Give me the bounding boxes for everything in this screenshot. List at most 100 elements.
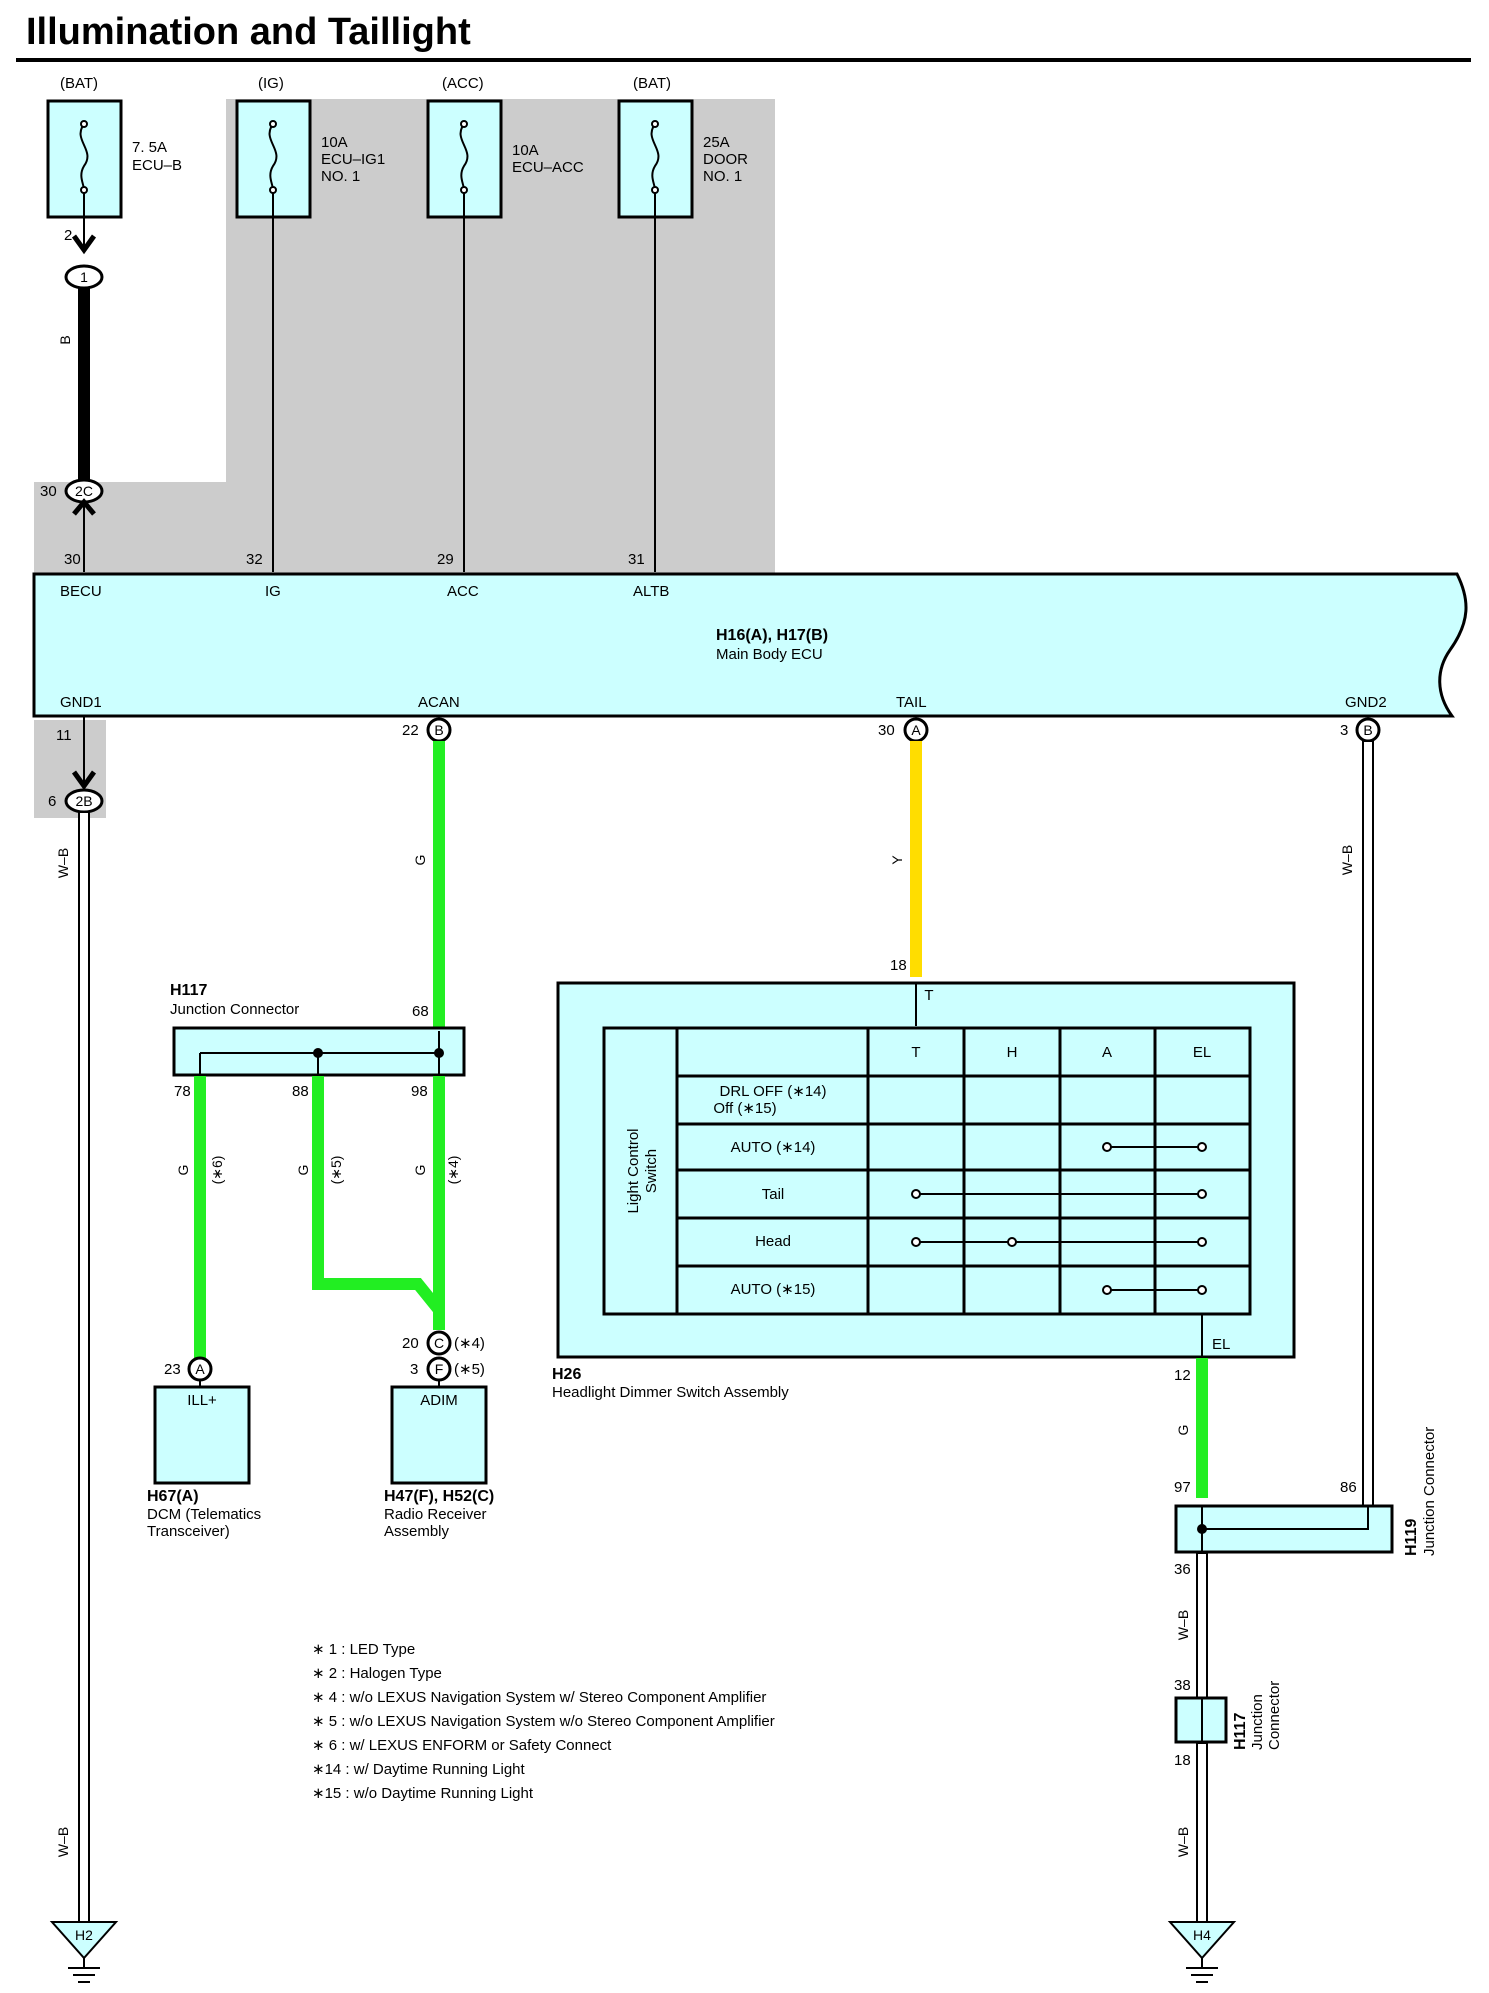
- svg-text:ECU–B: ECU–B: [132, 157, 182, 174]
- svg-text:30: 30: [64, 551, 81, 568]
- ground-h4: H4: [1167, 1921, 1237, 1983]
- svg-text:EL: EL: [1193, 1044, 1211, 1061]
- footnotes: ∗ 1 : LED Type ∗ 2 : Halogen Type ∗ 4 : …: [312, 1641, 775, 1802]
- junction-block-shading: [34, 99, 775, 574]
- svg-text:1: 1: [80, 269, 88, 285]
- svg-text:29: 29: [437, 551, 454, 568]
- svg-text:Junction Connector: Junction Connector: [1421, 1427, 1438, 1556]
- svg-text:Connector: Connector: [1266, 1681, 1283, 1750]
- svg-text:Off (∗15): Off (∗15): [713, 1100, 776, 1117]
- svg-text:68: 68: [412, 1003, 429, 1020]
- svg-text:ECU–ACC: ECU–ACC: [512, 159, 584, 176]
- svg-text:(∗5): (∗5): [328, 1156, 344, 1185]
- svg-text:W–B: W–B: [1175, 1827, 1191, 1857]
- svg-text:ACC: ACC: [447, 583, 479, 600]
- svg-text:H119: H119: [1403, 1519, 1420, 1556]
- svg-text:A: A: [195, 1361, 205, 1377]
- svg-text:(ACC): (ACC): [442, 75, 484, 92]
- svg-text:NO. 1: NO. 1: [321, 168, 360, 185]
- svg-text:IG: IG: [265, 583, 281, 600]
- svg-text:7. 5A: 7. 5A: [132, 139, 167, 156]
- svg-text:36: 36: [1174, 1561, 1191, 1578]
- svg-text:ECU–IG1: ECU–IG1: [321, 151, 385, 168]
- svg-text:EL: EL: [1212, 1336, 1230, 1353]
- svg-text:Y: Y: [889, 855, 905, 865]
- svg-text:30: 30: [40, 483, 57, 500]
- svg-text:86: 86: [1340, 1479, 1357, 1496]
- svg-text:C: C: [434, 1335, 444, 1351]
- svg-text:W–B: W–B: [55, 1827, 71, 1857]
- svg-text:GND2: GND2: [1345, 694, 1387, 711]
- wire-acan: B 22 G 68: [402, 717, 452, 1031]
- svg-text:G: G: [412, 1165, 428, 1176]
- svg-text:T: T: [911, 1044, 920, 1061]
- svg-text:W–B: W–B: [1339, 845, 1355, 875]
- wire-el: 12 G 97: [1174, 1358, 1208, 1498]
- svg-text:TAIL: TAIL: [896, 694, 927, 711]
- svg-text:23: 23: [164, 1361, 181, 1378]
- svg-text:20: 20: [402, 1335, 419, 1352]
- svg-text:T: T: [924, 987, 933, 1004]
- svg-text:∗ 5 : w/o LEXUS Navigation Sys: ∗ 5 : w/o LEXUS Navigation System w/o St…: [312, 1713, 775, 1730]
- wire-gnd2: B 3 W–B 86: [1339, 717, 1381, 1509]
- svg-text:H2: H2: [75, 1927, 93, 1943]
- svg-text:30: 30: [878, 722, 895, 739]
- h47-radio-receiver: C 20 (∗4) F 3 (∗5) ADIM H47(F), H52(C) R…: [384, 1330, 494, 1540]
- svg-text:2B: 2B: [75, 793, 92, 809]
- svg-text:B: B: [434, 722, 443, 738]
- svg-text:∗ 6 : w/ LEXUS ENFORM or Safet: ∗ 6 : w/ LEXUS ENFORM or Safety Connect: [312, 1737, 612, 1754]
- svg-text:(∗5): (∗5): [454, 1361, 485, 1378]
- svg-text:Tail: Tail: [762, 1186, 785, 1203]
- svg-text:∗ 1 : LED Type: ∗ 1 : LED Type: [312, 1641, 415, 1658]
- svg-text:98: 98: [411, 1083, 428, 1100]
- svg-text:(∗4): (∗4): [454, 1335, 485, 1352]
- svg-text:B: B: [1363, 722, 1372, 738]
- svg-text:Switch: Switch: [643, 1149, 660, 1193]
- fuse-ecu-acc: (ACC) 10A ECU–ACC: [426, 75, 584, 219]
- wire-18-h4: W–B: [1175, 1742, 1208, 1923]
- svg-text:ADIM: ADIM: [420, 1392, 458, 1409]
- main-body-ecu: 30 BECU 32 IG 29 ACC 31 ALTB H16(A), H17…: [32, 551, 1468, 718]
- svg-text:DRL OFF (∗14): DRL OFF (∗14): [719, 1083, 826, 1100]
- svg-text:H26: H26: [552, 1366, 581, 1383]
- wire-gnd1: 11 2B 6 W–B W–B: [48, 716, 104, 1923]
- svg-text:10A: 10A: [512, 142, 539, 159]
- svg-text:Headlight Dimmer Switch Assemb: Headlight Dimmer Switch Assembly: [552, 1384, 789, 1401]
- svg-text:22: 22: [402, 722, 419, 739]
- svg-text:H67(A): H67(A): [147, 1488, 199, 1505]
- svg-text:(BAT): (BAT): [60, 75, 98, 92]
- wire-tail: A 30 Y 18: [878, 717, 929, 977]
- svg-text:12: 12: [1174, 1367, 1191, 1384]
- svg-text:AUTO (∗14): AUTO (∗14): [731, 1139, 816, 1156]
- svg-text:32: 32: [246, 551, 263, 568]
- ecu-name: Main Body ECU: [716, 646, 823, 663]
- svg-text:31: 31: [628, 551, 645, 568]
- h67-dcm: A 23 ILL+ H67(A) DCM (Telematics Transce…: [147, 1356, 261, 1540]
- svg-text:6: 6: [48, 793, 56, 810]
- svg-text:BECU: BECU: [60, 583, 102, 600]
- wire-becu: 2 1 B 2C 30: [40, 217, 104, 572]
- svg-text:G: G: [295, 1165, 311, 1176]
- svg-text:38: 38: [1174, 1677, 1191, 1694]
- ground-h2: H2: [49, 1921, 119, 1983]
- wire-36-38: W–B 38: [1174, 1552, 1208, 1699]
- h26-headlight-dimmer-switch: T Light Control Switch T H A EL DRL OFF …: [552, 981, 1296, 1401]
- svg-text:Head: Head: [755, 1233, 791, 1250]
- svg-text:11: 11: [56, 727, 72, 744]
- h117-junction-connector-bottom: H117 Junction Connector 18: [1174, 1681, 1283, 1769]
- h119-junction-connector: H119 Junction Connector 36: [1174, 1427, 1438, 1578]
- svg-text:H117: H117: [1232, 1713, 1249, 1750]
- svg-text:(IG): (IG): [258, 75, 284, 92]
- svg-text:∗ 4 : w/o LEXUS Navigation Sys: ∗ 4 : w/o LEXUS Navigation System w/ Ste…: [312, 1689, 766, 1706]
- svg-text:Assembly: Assembly: [384, 1523, 450, 1540]
- diagram-title: Illumination and Taillight: [26, 11, 471, 53]
- svg-text:18: 18: [890, 957, 907, 974]
- svg-text:18: 18: [1174, 1752, 1191, 1769]
- svg-text:ILL+: ILL+: [187, 1392, 217, 1409]
- svg-text:25A: 25A: [703, 134, 730, 151]
- svg-text:Junction: Junction: [1249, 1694, 1266, 1750]
- svg-text:3: 3: [1340, 722, 1348, 739]
- svg-text:Junction Connector: Junction Connector: [170, 1001, 299, 1018]
- svg-text:78: 78: [174, 1083, 191, 1100]
